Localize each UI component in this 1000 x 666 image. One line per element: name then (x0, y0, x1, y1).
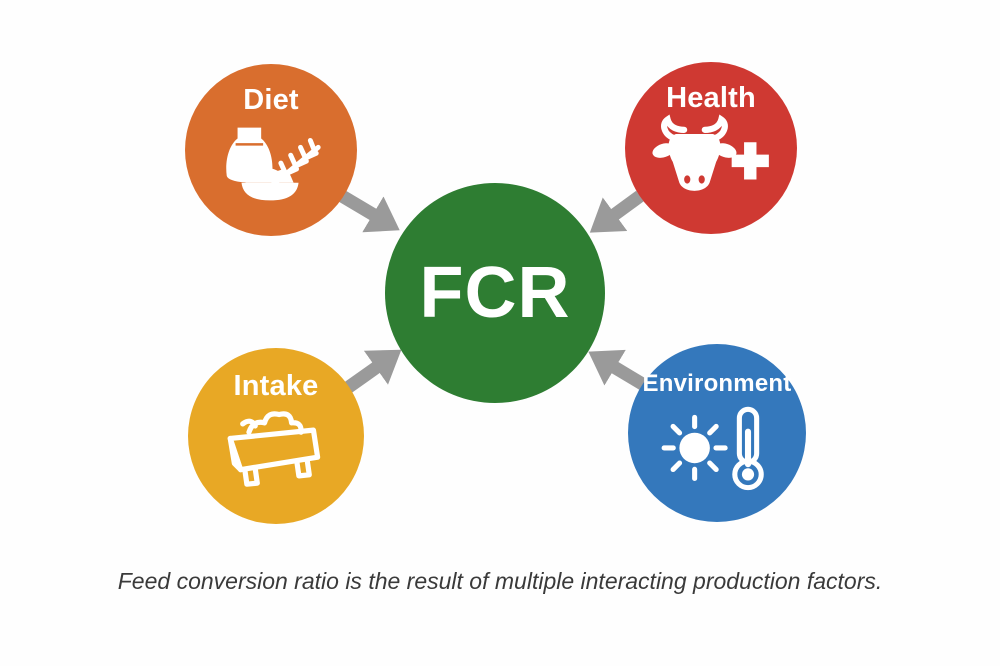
arrow-diet-to-fcr (338, 190, 400, 233)
diagram-caption: Feed conversion ratio is the result of m… (117, 568, 883, 594)
sun-thermometer-icon (661, 406, 764, 491)
cow-medical-cross-icon (652, 114, 769, 191)
thermometer-glyph (732, 406, 764, 491)
node-intake-label: Intake (233, 370, 319, 402)
fcr-center-label: FCR (419, 253, 571, 333)
node-health: Health (625, 62, 797, 234)
node-health-label: Health (666, 82, 756, 114)
node-diet: Diet (185, 64, 357, 236)
node-environment: Environment (628, 344, 806, 522)
node-fcr-center: FCR (385, 183, 605, 403)
medical-cross (731, 142, 769, 180)
arrow-health-to-fcr (589, 190, 644, 233)
node-intake: Intake (188, 348, 364, 524)
sun-glyph (661, 414, 728, 482)
node-environment-label: Environment (642, 370, 792, 397)
arrow-intake-to-fcr (342, 349, 402, 395)
arrow-environment-to-fcr (588, 349, 648, 391)
feed-trough-icon (227, 411, 321, 487)
feed-sack-bowl-wheat-icon (226, 127, 321, 201)
node-diet-label: Diet (243, 84, 299, 116)
